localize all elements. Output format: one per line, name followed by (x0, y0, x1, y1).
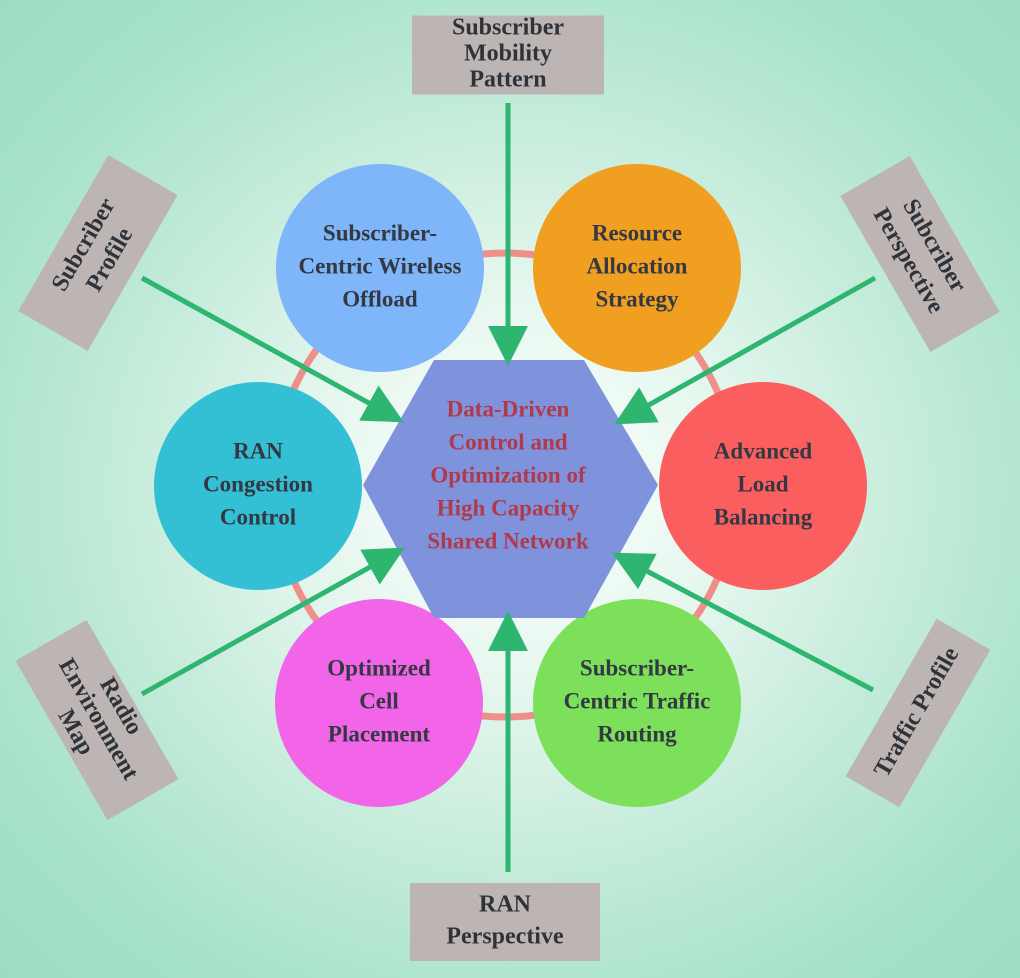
label-line: Allocation (587, 253, 688, 278)
label-line: Balancing (714, 504, 813, 529)
input-ran-perspective: RAN Perspective (410, 883, 600, 961)
label-line: Centric Traffic (564, 688, 711, 713)
node-circle (533, 164, 741, 372)
label-line: Perspective (446, 924, 564, 950)
input-box (410, 883, 600, 961)
input-box (412, 15, 604, 95)
label-line: Pattern (469, 67, 546, 93)
label-line: Subscriber (452, 15, 564, 41)
label-line: Subscriber- (580, 655, 694, 680)
arrow-radio-environment-map (140, 547, 405, 697)
center-hexagon (363, 360, 658, 618)
label-line: Resource (592, 220, 682, 245)
arrow-traffic-profile (612, 552, 875, 693)
node-circle (154, 382, 362, 590)
label-line: Routing (597, 721, 677, 746)
label-line: Mobility (464, 41, 552, 67)
label-line: Optimized (327, 655, 431, 680)
input-subscriber-profile: SubcriberProfile (18, 155, 178, 351)
label-line: Offload (342, 286, 418, 311)
input-traffic-profile: Traffic Profile (845, 618, 991, 808)
input-box (845, 618, 991, 808)
input-subscriber-perspective: SubcriberPerspective (840, 156, 1000, 352)
node-circle (659, 382, 867, 590)
arrow-subscriber-perspective (614, 275, 877, 425)
label-line: Optimization of (430, 462, 586, 487)
label-line: Control and (448, 429, 567, 454)
label-line: Data-Driven (447, 396, 570, 421)
input-box (840, 156, 1000, 352)
node-circle (533, 599, 741, 807)
label-line: Shared Network (427, 528, 588, 553)
label-line: RAN (233, 438, 283, 463)
input-box (18, 155, 178, 351)
node-circle (276, 164, 484, 372)
input-radio-environment-map: RadioEnvironmentMap (15, 619, 179, 821)
label-line: RAN (479, 892, 532, 918)
label-line: Subscriber- (323, 220, 437, 245)
node-circle (275, 599, 483, 807)
label-line: Control (220, 504, 296, 529)
arrow-subscriber-profile (140, 275, 404, 423)
label-line: Placement (328, 721, 431, 746)
input-label: RAN Perspective (446, 892, 564, 950)
label-line: Congestion (203, 471, 313, 496)
label-line: High Capacity (437, 495, 580, 520)
label-line: Centric Wireless (299, 253, 462, 278)
label-line: Cell (359, 688, 399, 713)
label-line: Strategy (595, 286, 679, 311)
label-line: Advanced (714, 438, 813, 463)
arrows-group (140, 103, 877, 872)
label-line: Load (737, 471, 788, 496)
input-box (15, 619, 179, 821)
